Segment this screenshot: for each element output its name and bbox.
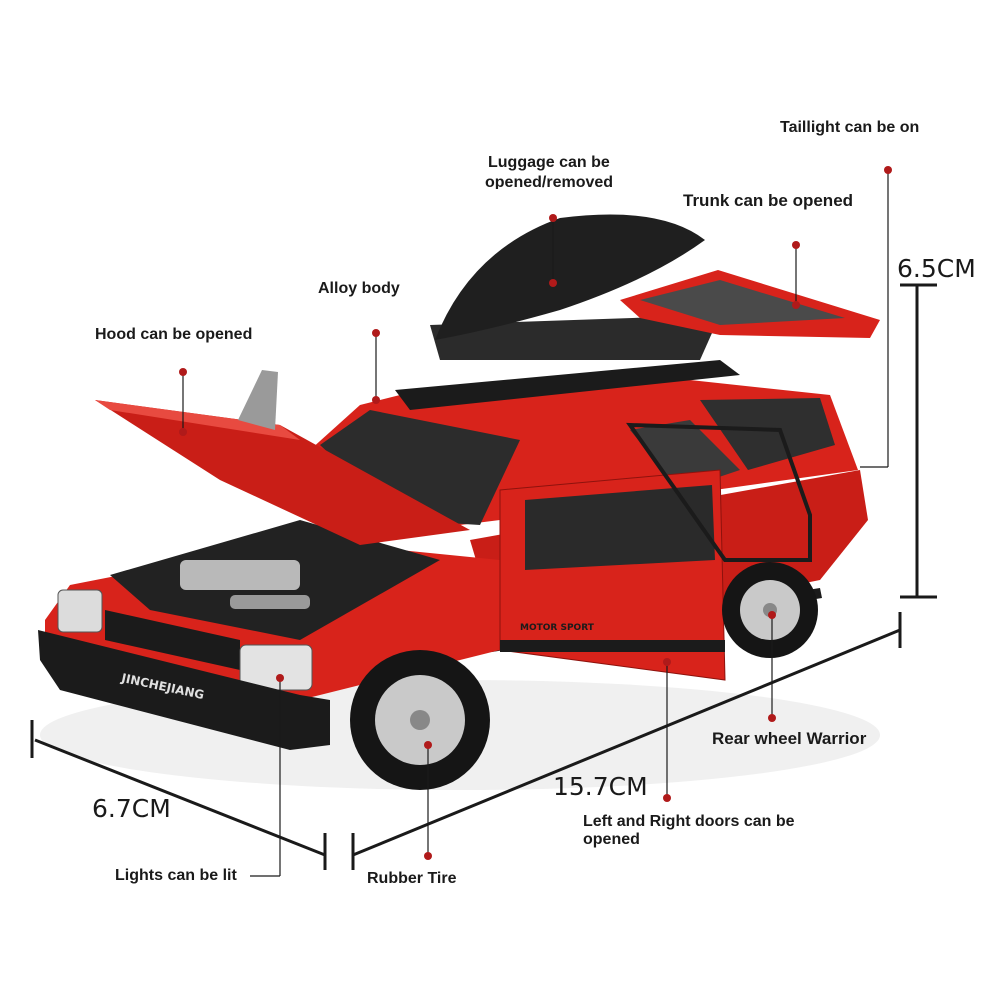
open-hood <box>95 400 470 545</box>
rear-quarter-window <box>700 398 835 470</box>
doors-label-line2: opened <box>583 831 640 848</box>
trunk-label: Trunk can be opened <box>683 191 854 210</box>
luggage-lid <box>435 214 705 340</box>
hood-label: Hood can be opened <box>95 326 253 343</box>
front-door-window <box>525 485 715 570</box>
length-dimension-label: 15.7CM <box>553 772 648 801</box>
front-wheel <box>350 650 490 790</box>
luggage-base <box>430 315 720 360</box>
height-dimension-label: 6.5CM <box>897 254 976 283</box>
engine-block <box>180 560 300 590</box>
luggage-label-line1: Luggage can be <box>488 154 610 171</box>
doors-label-line1: Left and Right doors can be <box>583 813 795 830</box>
lights-label: Lights can be lit <box>115 867 237 884</box>
door-stripe <box>500 640 725 652</box>
rear-wheel <box>722 562 818 658</box>
width-dimension-label: 6.7CM <box>92 794 171 823</box>
trunk-glass <box>640 280 845 325</box>
side-text: MOTOR SPORT <box>520 623 595 633</box>
dimension-lines <box>30 283 937 870</box>
alloy-body-label: Alloy body <box>318 280 400 297</box>
leader-dots <box>179 166 892 860</box>
left-headlight <box>57 589 103 633</box>
windshield <box>320 410 520 525</box>
hood-highlight <box>95 400 300 440</box>
grille <box>105 610 240 670</box>
leader-lines <box>182 170 889 877</box>
roof-rack <box>395 360 740 410</box>
rear-wheel-label: Rear wheel Warrior <box>712 729 867 748</box>
front-bumper <box>38 630 330 750</box>
left-door-mirror <box>238 370 278 430</box>
luggage-label-line2: opened/removed <box>485 174 614 189</box>
engine-pipe <box>230 595 310 609</box>
open-rear-door <box>626 422 812 562</box>
rubber-tire-label: Rubber Tire <box>367 870 457 887</box>
taillight-label: Taillight can be on <box>780 119 920 136</box>
